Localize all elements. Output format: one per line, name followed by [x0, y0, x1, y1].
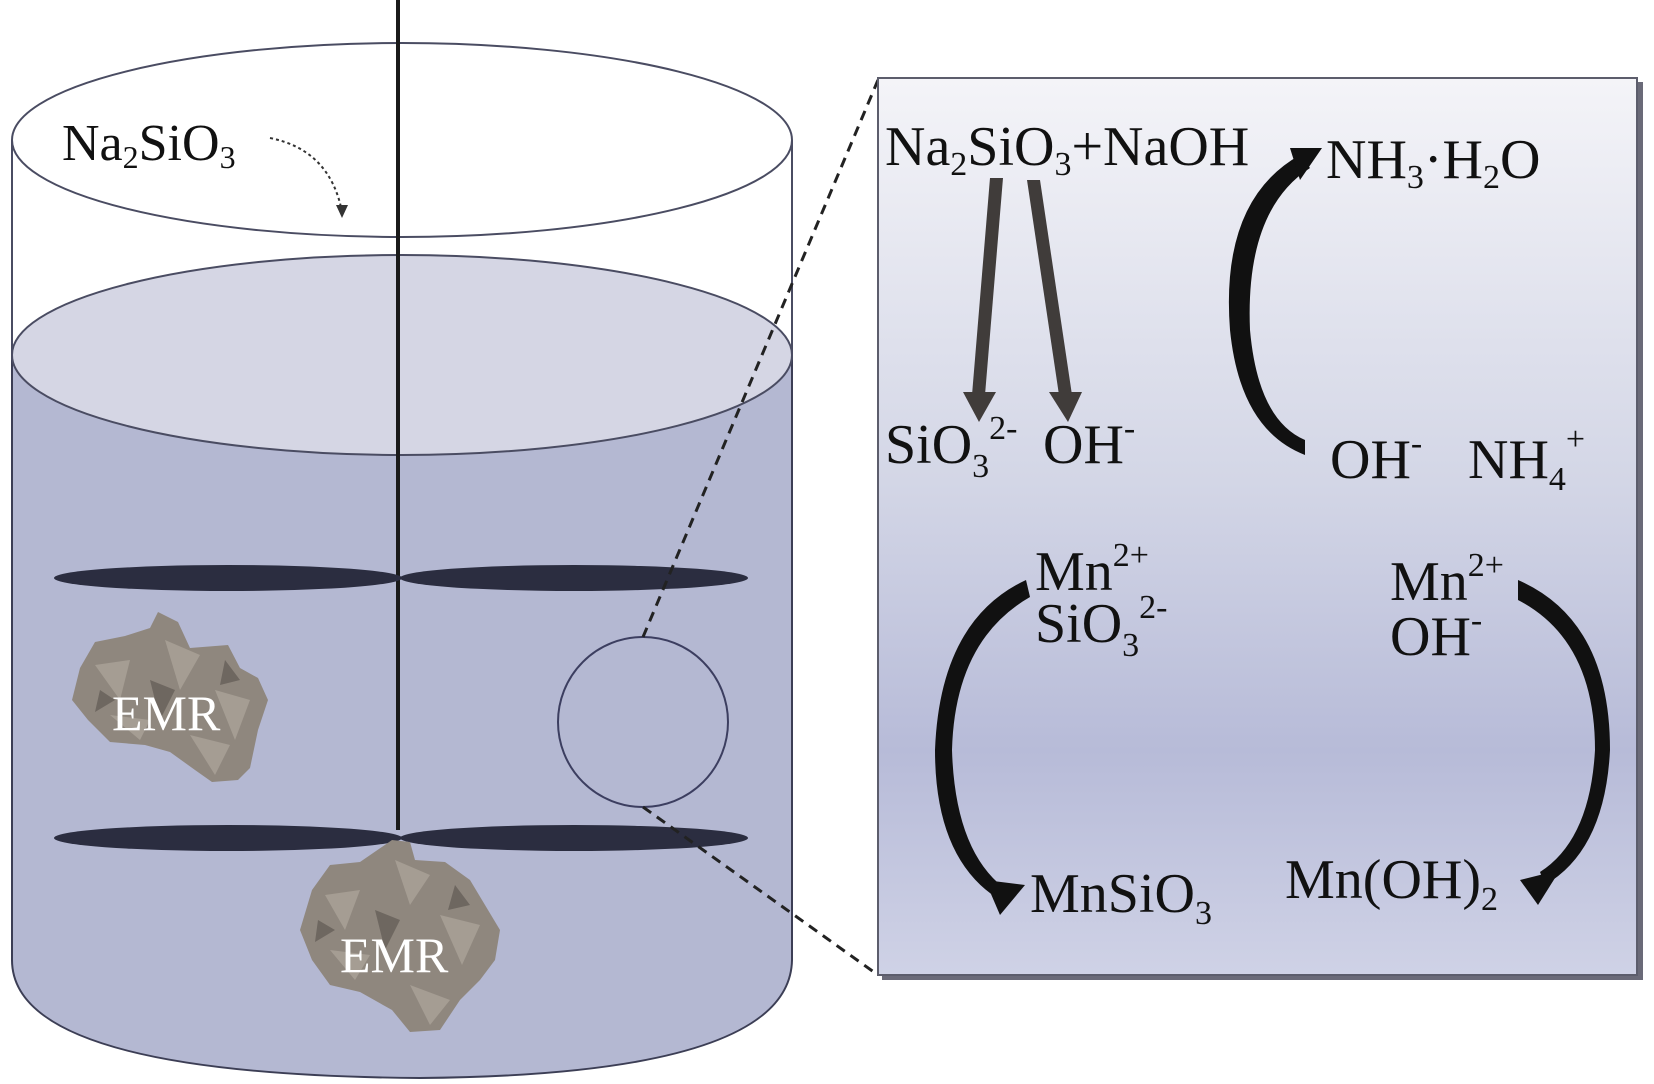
zoom-connector-bottom: [642, 805, 879, 977]
silicate-ion-label: SiO32-: [885, 410, 1017, 485]
dissociation-arrow-right: [1027, 180, 1082, 422]
rock-icon: [300, 840, 500, 1032]
vessel-rim: [11, 42, 793, 238]
impeller-blade-lower-right: [400, 825, 748, 851]
hydroxide-arrowhead-icon: [1520, 870, 1560, 905]
hydroxide-label-right: OH-: [1330, 425, 1422, 491]
liquid-surface: [11, 254, 793, 456]
manganese-ion-right: Mn2+: [1390, 547, 1504, 613]
emr-particle-2: EMR: [300, 840, 500, 1032]
emr-label-2: EMR: [340, 927, 449, 983]
hydroxide-ion-right: OH-: [1390, 602, 1482, 668]
product-manganese-hydroxide: Mn(OH)2: [1285, 849, 1498, 918]
emr-particle-1: EMR: [72, 612, 268, 782]
product-manganese-silicate: MnSiO3: [1030, 863, 1212, 932]
dropping-arrowhead-icon: [336, 205, 348, 218]
ammonia-equilibrium-arrow: [1228, 155, 1310, 455]
manganese-ion-left: Mn2+: [1035, 537, 1149, 603]
hydroxide-label-left: OH-: [1043, 410, 1135, 476]
dissociation-arrow-left: [963, 178, 1003, 422]
liquid-body: [11, 354, 793, 1080]
reactor-vessel: Na2SiO3 EMR EMR: [11, 0, 793, 1080]
impeller-blade-lower-left: [54, 825, 402, 851]
impeller-blade-upper-left: [54, 565, 402, 591]
ammonium-label: NH4+: [1468, 421, 1585, 498]
reactant-label: Na2SiO3+NaOH: [885, 116, 1249, 183]
silicate-ion-left: SiO32-: [1035, 589, 1167, 664]
ammonia-label: NH3·H2O: [1326, 129, 1540, 196]
reagent-label: Na2SiO3: [62, 115, 236, 175]
hydroxide-precipitation-arrow: [1518, 580, 1610, 885]
emr-label-1: EMR: [112, 685, 221, 741]
impeller-blade-upper-right: [400, 565, 748, 591]
reaction-panel: Na2SiO3+NaOH NH3·H2O SiO32- OH- OH-: [877, 77, 1643, 980]
dropping-arrow-icon: [269, 137, 343, 213]
ammonia-arrowhead-icon: [1290, 148, 1322, 180]
silicate-precipitation-arrow: [935, 580, 1030, 900]
silicate-arrowhead-icon: [985, 880, 1025, 915]
